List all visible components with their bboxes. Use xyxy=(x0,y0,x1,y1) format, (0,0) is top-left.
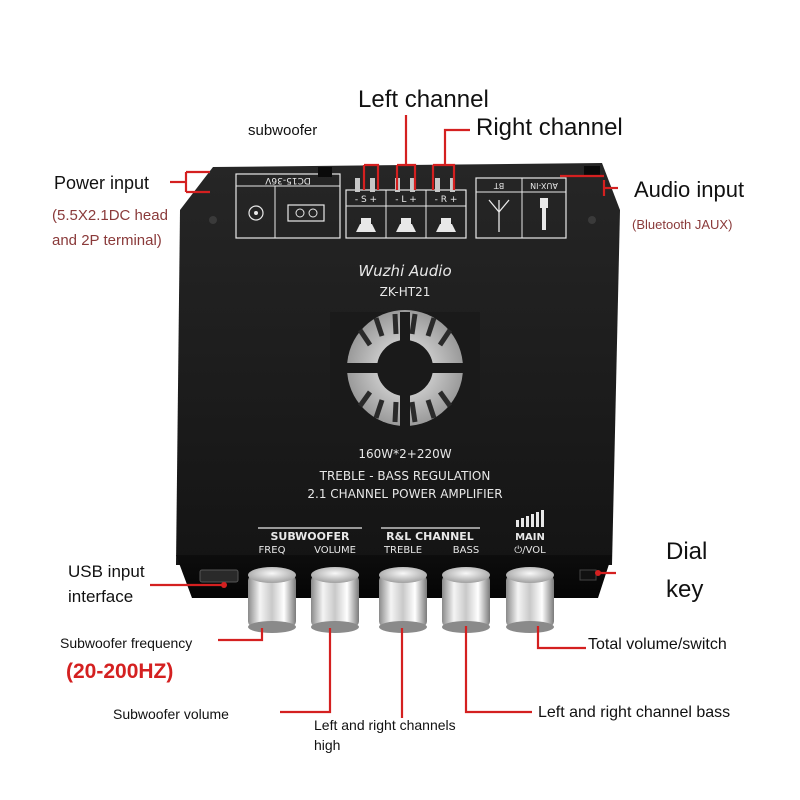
speaker-icon-l xyxy=(396,218,416,232)
knob-main-vol xyxy=(506,567,554,633)
group-label-rl: R&L CHANNEL xyxy=(386,530,474,543)
annotation-sub-volume: Subwoofer volume xyxy=(113,706,229,722)
knob-treble xyxy=(379,567,427,633)
model-label: ZK-HT21 xyxy=(380,285,431,299)
volume-bars-icon xyxy=(516,510,544,527)
knob-label-volume: VOLUME xyxy=(314,545,356,556)
annotation-lr-bass: Left and right channel bass xyxy=(538,704,731,721)
antenna-icon xyxy=(488,199,510,232)
cooling-fan xyxy=(330,310,480,426)
annotation-power-detail-2: and 2P terminal) xyxy=(52,232,162,249)
annotation-dial: Dial xyxy=(666,538,708,565)
leader-lines xyxy=(150,115,618,718)
knob-freq xyxy=(248,567,296,633)
power-spec-label: DC15-36V xyxy=(264,175,310,185)
annotation-right-channel: Right channel xyxy=(476,114,623,141)
annotation-sub-freq: Subwoofer frequency xyxy=(60,635,193,651)
knob-label-freq: FREQ xyxy=(259,545,286,556)
terminal-label-s: - S + xyxy=(355,195,377,205)
power-rating: 160W*2+220W xyxy=(358,447,451,461)
group-label-subwoofer: SUBWOOFER xyxy=(271,530,351,543)
speaker-icon-s xyxy=(356,218,376,232)
bt-label: BT xyxy=(494,181,504,190)
knob-label-bass: BASS xyxy=(453,545,479,556)
annotation-audio-detail: (Bluetooth JAUX) xyxy=(632,217,733,232)
usb-port xyxy=(199,569,239,583)
knob-label-vol: ⏻/VOL xyxy=(514,545,546,556)
speaker-terminal-block xyxy=(345,189,467,239)
power-connector-block xyxy=(235,173,341,239)
annotation-usb-2: interface xyxy=(68,587,134,606)
dial-switch xyxy=(579,569,597,581)
spec-line-1: TREBLE - BASS REGULATION xyxy=(319,469,491,483)
knob-label-treble: TREBLE xyxy=(383,545,422,556)
group-label-main: MAIN xyxy=(515,532,545,543)
terminal-label-l: - L + xyxy=(395,195,417,205)
annotation-key: key xyxy=(666,576,704,603)
brand-logo: Wuzhi Audio xyxy=(358,262,451,280)
terminal-label-r: - R + xyxy=(435,195,458,205)
annotation-power-detail-1: (5.5X2.1DC head xyxy=(52,207,168,224)
annotation-audio-input: Audio input xyxy=(634,177,745,202)
annotation-left-channel: Left channel xyxy=(358,86,489,113)
leader-dots xyxy=(221,570,601,588)
knob-bass xyxy=(442,567,490,633)
annotation-total-volume: Total volume/switch xyxy=(588,636,727,653)
knob-volume xyxy=(311,567,359,633)
annotation-lr-high-1: Left and right channels xyxy=(314,717,456,733)
annotation-power-input: Power input xyxy=(54,173,150,193)
annotation-subwoofer: subwoofer xyxy=(248,122,318,139)
aux-jack-icon xyxy=(540,198,548,230)
annotation-usb-1: USB input xyxy=(68,562,145,581)
annotation-sub-freq-range: (20-200HZ) xyxy=(66,660,174,683)
dc-jack-icon xyxy=(248,205,264,221)
aux-label: AUX-IN xyxy=(530,181,558,190)
speaker-icon-r xyxy=(436,218,456,232)
audio-input-block xyxy=(475,177,567,239)
spec-line-2: 2.1 CHANNEL POWER AMPLIFIER xyxy=(307,487,502,501)
terminal-2p-icon xyxy=(287,204,325,222)
annotation-lr-high-2: high xyxy=(314,737,341,753)
